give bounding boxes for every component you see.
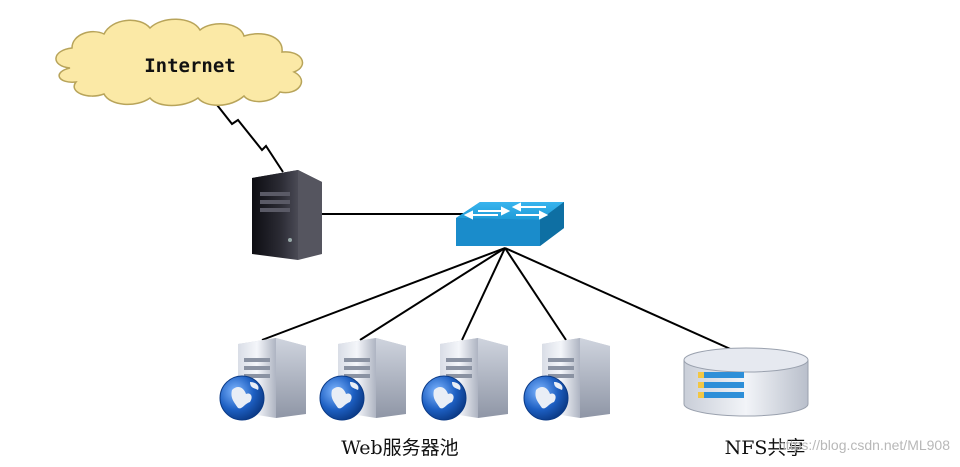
network-switch-icon xyxy=(456,202,564,246)
cloud-label: Internet xyxy=(144,55,236,77)
storage-disk-icon xyxy=(683,347,809,417)
web-server-pool: Web服务器池 xyxy=(219,338,610,459)
web-server-icon xyxy=(421,338,508,421)
switch-to-server-1-link xyxy=(261,247,506,341)
switch-to-server-2-link xyxy=(359,247,506,341)
web-server-icon xyxy=(219,338,306,421)
web-server-icon xyxy=(523,338,610,421)
connections xyxy=(209,95,747,357)
cloud-shape xyxy=(55,18,304,107)
web-server-icon xyxy=(319,338,406,421)
switch-to-nfs-link xyxy=(504,247,747,357)
watermark-text: https://blog.csdn.net/ML908 xyxy=(778,437,950,453)
web-pool-label: Web服务器池 xyxy=(341,437,458,459)
switch-to-server-3-link xyxy=(461,247,506,341)
internet-cloud: Internet xyxy=(55,18,304,107)
internet-link-zigzag xyxy=(209,95,284,173)
nfs-label: NFS共享 xyxy=(725,437,806,459)
switch-to-server-4-link xyxy=(504,247,567,341)
tower-server-icon xyxy=(252,170,322,260)
